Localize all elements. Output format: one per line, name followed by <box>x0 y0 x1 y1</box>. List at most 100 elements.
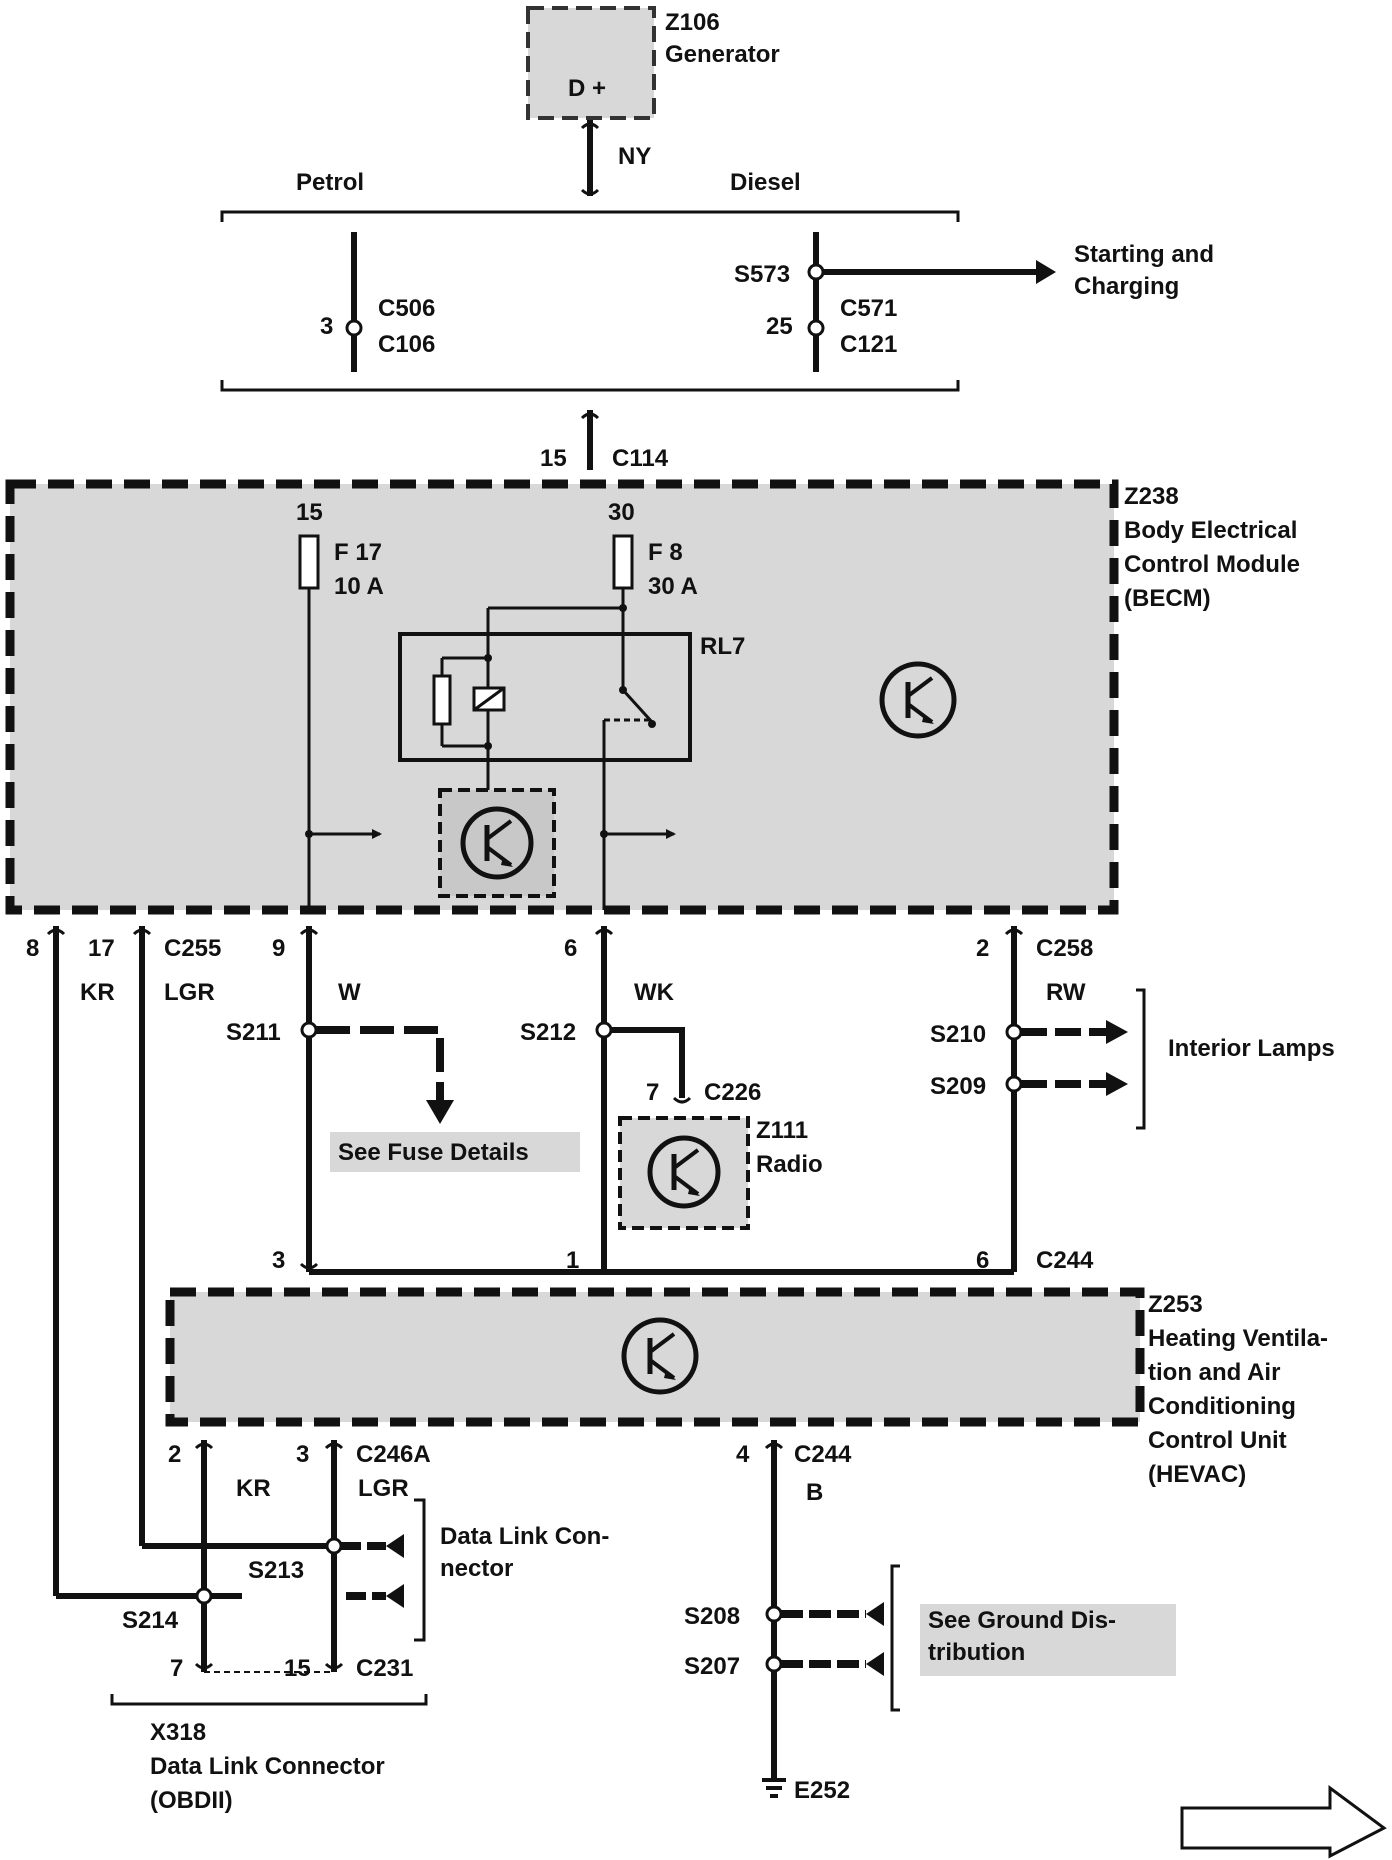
data-link-label-2: nector <box>440 1555 513 1582</box>
pin-9-label: 9 <box>272 935 285 962</box>
ground-icon <box>762 1778 786 1798</box>
pin-4-label: 4 <box>736 1441 750 1468</box>
c226-label: C226 <box>704 1079 761 1106</box>
pin-2b-label: 2 <box>168 1441 181 1468</box>
harness: 8 17 C255 KR LGR 9 W 6 WK 2 C258 RW S211… <box>26 926 1335 1596</box>
s573-label: S573 <box>734 261 790 288</box>
fuse-f17-circuit: 15 <box>296 499 323 526</box>
radio-name: Radio <box>756 1151 823 1178</box>
wire-ny: NY <box>580 120 651 196</box>
pin-6b-label: 6 <box>976 1247 989 1274</box>
becm-driver <box>438 788 556 898</box>
fuse-icon <box>298 534 320 590</box>
s210-label: S210 <box>930 1021 986 1048</box>
becm-id: Z238 <box>1124 483 1179 510</box>
dlc-name-2: (OBDII) <box>150 1787 233 1814</box>
pin-3c-label: 3 <box>296 1441 309 1468</box>
s213-label: S213 <box>248 1557 304 1584</box>
pin-7b-label: 7 <box>170 1655 183 1682</box>
data-link-label-1: Data Link Con- <box>440 1523 609 1550</box>
pin-7-label: 7 <box>646 1079 659 1106</box>
fuse-f8-circuit: 30 <box>608 499 635 526</box>
s209-label: S209 <box>930 1073 986 1100</box>
module-icon <box>647 1135 721 1209</box>
petrol-label: Petrol <box>296 169 364 196</box>
interior-lamps-label: Interior Lamps <box>1168 1035 1335 1062</box>
fuse-icon <box>612 534 634 590</box>
becm-name-3: (BECM) <box>1124 585 1211 612</box>
c258-label: C258 <box>1036 935 1093 962</box>
ground-branch: 4 C244 B S208 S207 See Ground Dis- tribu… <box>684 1440 1176 1804</box>
pin-3b-label: 3 <box>272 1247 285 1274</box>
fuse-f17-rating: 10 A <box>334 573 384 600</box>
pin-1-label: 1 <box>566 1247 579 1274</box>
generator-id: Z106 <box>665 9 720 36</box>
data-link-area: 2 3 C246A KR LGR S213 S214 Data Link Con… <box>56 1440 609 1814</box>
pin-25-label: 25 <box>766 313 793 340</box>
pin-3-label: 3 <box>320 313 333 340</box>
fuse-f17-name: F 17 <box>334 539 382 566</box>
wire-w-label: W <box>338 979 361 1006</box>
next-page-arrow-icon <box>1180 1785 1387 1859</box>
petrol-branch: 3 C506 C106 <box>320 232 435 372</box>
hevac-module: Z253 Heating Ventila- tion and Air Condi… <box>165 1287 1328 1488</box>
relay-rl7: RL7 <box>398 608 745 910</box>
pin-17-label: 17 <box>88 935 115 962</box>
hevac-name-1: Heating Ventila- <box>1148 1325 1328 1352</box>
wire-kr2-label: KR <box>236 1475 271 1502</box>
s208-label: S208 <box>684 1603 740 1630</box>
option-bracket: Petrol Diesel <box>220 169 960 392</box>
relay-id: RL7 <box>700 633 745 660</box>
module-icon <box>621 1317 699 1395</box>
s212-label: S212 <box>520 1019 576 1046</box>
starting-label-2: Charging <box>1074 273 1179 300</box>
c106-label: C106 <box>378 331 435 358</box>
fuse-f8-name: F 8 <box>648 539 683 566</box>
hevac-name-2: tion and Air <box>1148 1359 1280 1386</box>
radio-module: Z111 Radio <box>618 1116 823 1230</box>
c114-label: C114 <box>612 445 669 472</box>
starting-label-1: Starting and <box>1074 241 1214 268</box>
hevac-name-5: (HEVAC) <box>1148 1461 1246 1488</box>
hevac-name-4: Control Unit <box>1148 1427 1287 1454</box>
generator-name: Generator <box>665 41 780 68</box>
c121-label: C121 <box>840 331 897 358</box>
hevac-name-3: Conditioning <box>1148 1393 1296 1420</box>
pin-15-label: 15 <box>540 445 567 472</box>
wire-ny-label: NY <box>618 143 651 170</box>
radio-id: Z111 <box>756 1117 808 1144</box>
wire-b-label: B <box>806 1479 823 1506</box>
c571-label: C571 <box>840 295 897 322</box>
becm-name-2: Control Module <box>1124 551 1300 578</box>
see-fuse-label: See Fuse Details <box>338 1139 529 1166</box>
diesel-label: Diesel <box>730 169 801 196</box>
wire-kr-label: KR <box>80 979 115 1006</box>
hevac-id: Z253 <box>1148 1291 1203 1318</box>
becm-module: Z238 Body Electrical Control Module (BEC… <box>5 479 1300 915</box>
pin-2-label: 2 <box>976 935 989 962</box>
pin-6-label: 6 <box>564 935 577 962</box>
s214-label: S214 <box>122 1607 179 1634</box>
dlc-id: X318 <box>150 1719 206 1746</box>
s211-label: S211 <box>226 1019 281 1046</box>
wire-lgr2-label: LGR <box>358 1475 409 1502</box>
pin-8-label: 8 <box>26 935 39 962</box>
diesel-branch: S573 25 C571 C121 Starting and Charging <box>734 232 1214 372</box>
module-icon <box>460 806 534 880</box>
c255-label: C255 <box>164 935 221 962</box>
wire-wk-label: WK <box>634 979 675 1006</box>
ground-label-1: See Ground Dis- <box>928 1607 1116 1634</box>
fuse-f8-rating: 30 A <box>648 573 698 600</box>
c231-label: C231 <box>356 1655 413 1682</box>
dlc-name-1: Data Link Connector <box>150 1753 385 1780</box>
s207-label: S207 <box>684 1653 740 1680</box>
becm-name-1: Body Electrical <box>1124 517 1297 544</box>
generator-terminal: D + <box>568 75 606 102</box>
pin-15b-label: 15 <box>284 1655 311 1682</box>
e252-label: E252 <box>794 1777 850 1804</box>
c246a-label: C246A <box>356 1441 431 1468</box>
relay-icon <box>398 632 692 762</box>
c244-label: C244 <box>1036 1247 1094 1274</box>
